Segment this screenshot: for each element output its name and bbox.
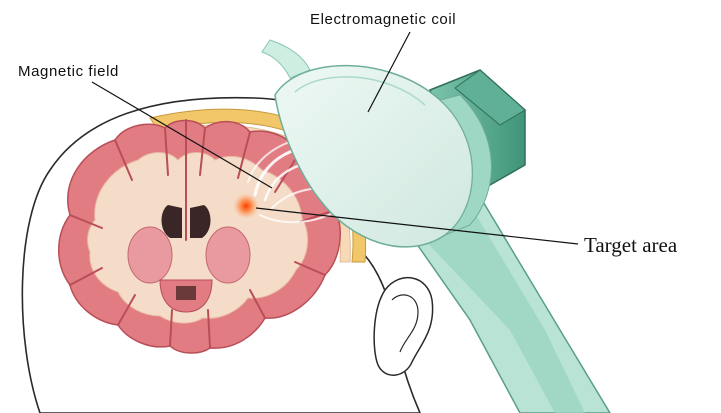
label-target-area: Target area <box>584 233 678 257</box>
target-area-marker <box>233 193 259 219</box>
ear <box>374 278 433 376</box>
label-electromagnetic-coil: Electromagnetic coil <box>310 11 456 28</box>
label-magnetic-field: Magnetic field <box>18 63 119 80</box>
